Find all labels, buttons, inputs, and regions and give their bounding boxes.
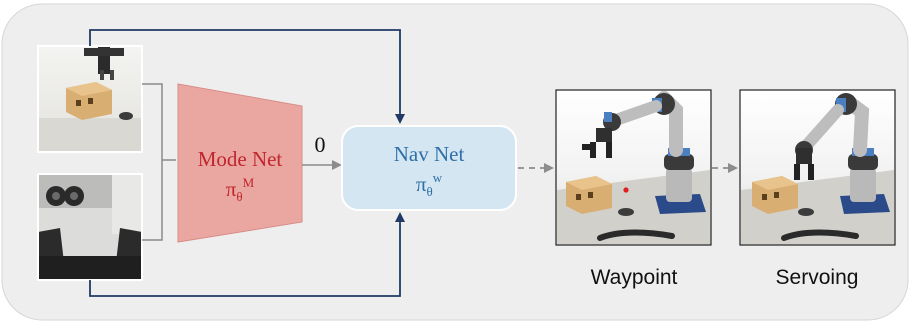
servoing-image — [739, 89, 896, 246]
mode-net-label: Mode Net — [198, 147, 283, 171]
bottom-skip-arrow — [89, 212, 405, 297]
nav-net-policy-symbol: πθw — [416, 170, 443, 199]
mode-net-block — [177, 83, 303, 243]
nav-net-label: Nav Net — [394, 142, 465, 166]
mode-output-value: 0 — [315, 132, 326, 157]
top-skip-arrow — [89, 29, 405, 124]
waypoint-caption: Waypoint — [591, 266, 678, 289]
waypoint-image — [555, 89, 712, 246]
mode-net-policy-symbol: πθM — [226, 175, 255, 204]
servoing-caption: Servoing — [776, 266, 859, 289]
wrist-camera-image — [37, 45, 143, 153]
input-bracket — [142, 83, 176, 241]
gripper-camera-image — [37, 173, 143, 281]
nav-net-block — [341, 125, 517, 211]
